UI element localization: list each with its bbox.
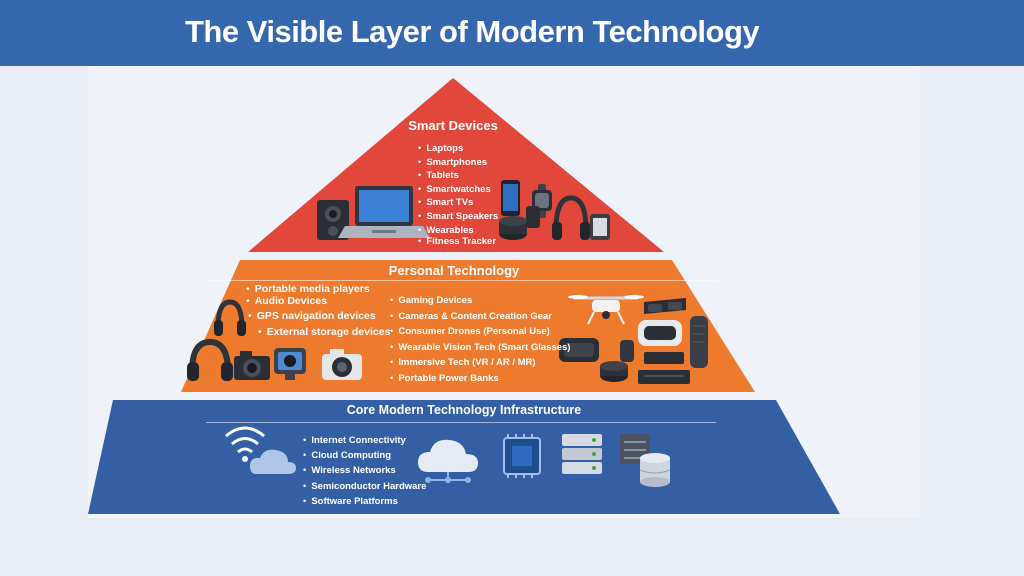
list-item: Gaming Devices <box>390 293 570 309</box>
list-item: Immersive Tech (VR / AR / MR) <box>390 355 570 371</box>
list-item: Smartphones <box>418 156 498 170</box>
tier-bottom-title: Core Modern Technology Infrastructure <box>346 403 582 417</box>
tablet-icon <box>590 214 610 240</box>
tier-bottom-list: Internet Connectivity Cloud Computing Wi… <box>303 433 426 509</box>
chip-icon <box>503 434 541 478</box>
list-item: Smart TVs <box>418 196 498 210</box>
list-item: Semiconductor Hardware <box>303 479 426 494</box>
tier-middle-divider <box>208 280 718 281</box>
headphones-icon <box>552 195 590 240</box>
list-item: External storage devices <box>258 325 391 340</box>
list-item: Software Platforms <box>303 494 426 509</box>
gaming-console-icon <box>644 352 684 364</box>
smart-glasses-icon <box>644 298 686 314</box>
tier-middle-title: Personal Technology <box>388 263 520 278</box>
headphones-icon <box>214 299 246 336</box>
database-icon <box>639 453 671 487</box>
tier-top-list: Laptops Smartphones Tablets Smartwatches… <box>418 142 498 247</box>
list-item: Laptops <box>418 142 498 156</box>
drone-icon <box>568 295 644 325</box>
tier-top-title: Smart Devices <box>408 118 498 133</box>
camera-icon <box>234 351 270 380</box>
list-item: Tablets <box>418 169 498 183</box>
list-item: Smartwatches <box>418 183 498 197</box>
list-item: Audio Devices <box>246 295 390 308</box>
camera-icon <box>322 349 362 380</box>
list-item: Wearables <box>418 224 498 238</box>
vr-headset-icon <box>638 320 682 346</box>
header-bar: The Visible Layer of Modern Technology <box>0 0 1024 66</box>
diagram-panel: Smart Devices Laptops Smartphones Tablet… <box>88 66 920 518</box>
smart-speaker-icon <box>620 316 708 368</box>
list-item: Fitness Tracker <box>418 237 498 247</box>
pyramid-diagram <box>88 78 840 514</box>
list-item: Cloud Computing <box>303 448 426 463</box>
laptop-icon <box>338 186 430 238</box>
tier-middle-left-list: Portable media players Audio Devices GPS… <box>246 284 391 340</box>
smartphone-icon <box>501 180 520 216</box>
page-title: The Visible Layer of Modern Technology <box>185 14 760 49</box>
server-rack-icon <box>562 434 602 474</box>
list-item: Wireless Networks <box>303 463 426 478</box>
list-item: Consumer Drones (Personal Use) <box>390 324 570 340</box>
cloud-network-icon <box>418 439 478 483</box>
list-item: Wearable Vision Tech (Smart Glasses) <box>390 340 570 356</box>
list-item: Internet Connectivity <box>303 433 426 448</box>
list-item: Smart Speakers <box>418 210 498 224</box>
wifi-cloud-icon <box>225 426 296 474</box>
list-item: Portable media players <box>246 284 390 295</box>
tier-middle-right-list: Gaming Devices Cameras & Content Creatio… <box>390 293 570 387</box>
list-item: Portable Power Banks <box>390 371 570 387</box>
list-item: GPS navigation devices <box>248 308 390 325</box>
tier-bottom-divider <box>206 422 716 423</box>
headphones-icon <box>187 338 233 381</box>
action-camera-icon <box>274 348 306 380</box>
speaker-icon <box>317 200 349 240</box>
list-item: Cameras & Content Creation Gear <box>390 309 570 325</box>
power-bank-icon <box>600 361 690 384</box>
smart-speaker-icon <box>499 206 540 240</box>
